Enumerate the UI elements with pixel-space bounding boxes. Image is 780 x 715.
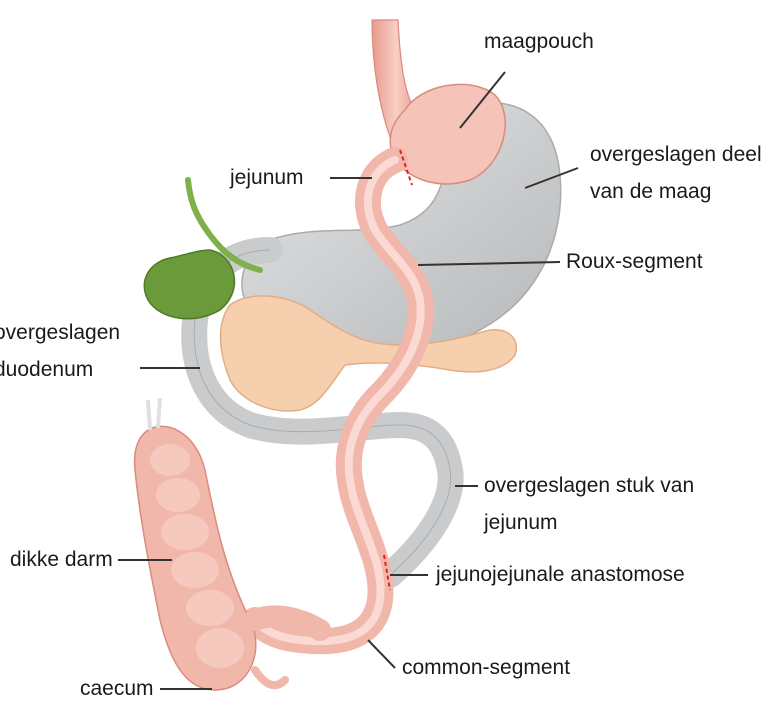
label-overgeslagen-stuk-line1: overgeslagen stuk van (484, 472, 694, 500)
label-overgeslagen-duodenum-line2: duodenum (0, 356, 93, 384)
label-overgeslagen-deel-line1: overgeslagen deel (590, 141, 762, 169)
label-overgeslagen-duodenum-line1: overgeslagen (0, 319, 120, 347)
label-dikke-darm: dikke darm (10, 546, 113, 574)
gallbladder (144, 250, 234, 319)
large-intestine (135, 398, 256, 690)
ileum (255, 616, 320, 630)
label-overgeslagen-deel-line2: van de maag (590, 178, 711, 206)
appendix (255, 670, 285, 685)
label-overgeslagen-stuk-line2: jejunum (484, 509, 558, 537)
label-jejunojejunale-anastomose: jejunojejunale anastomose (436, 561, 685, 589)
label-roux-segment: Roux-segment (566, 248, 703, 276)
label-caecum: caecum (80, 675, 154, 703)
label-jejunum: jejunum (230, 164, 304, 192)
label-common-segment: common-segment (402, 654, 570, 682)
label-maagpouch: maagpouch (484, 28, 594, 56)
